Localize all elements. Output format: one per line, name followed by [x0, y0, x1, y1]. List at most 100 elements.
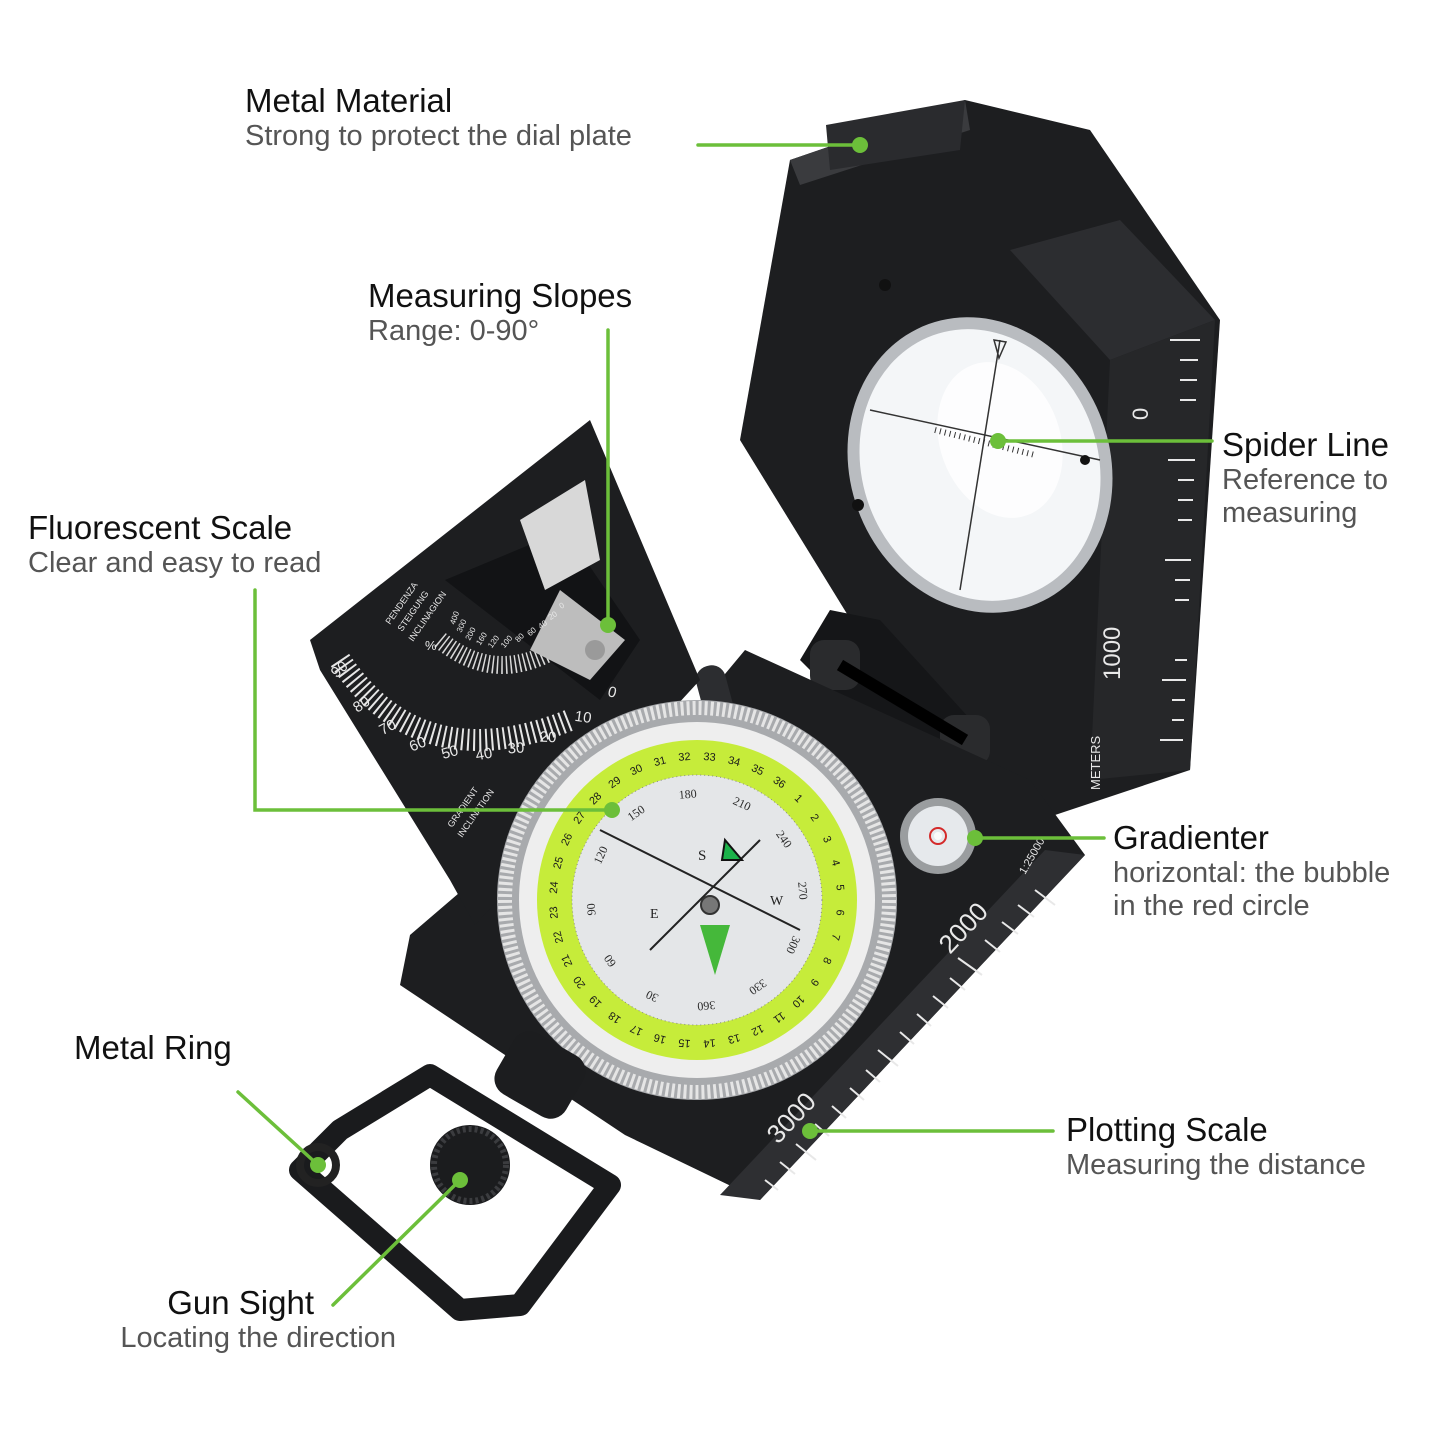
lid-scale-zero: 0: [1128, 408, 1153, 420]
callout-title: Plotting Scale: [1066, 1111, 1268, 1148]
lid-scale-unit: METERS: [1088, 736, 1103, 791]
dial-cardinal-east: E: [650, 907, 659, 922]
dial-outer-number: 35: [749, 762, 765, 778]
dial-outer-number: 23: [548, 906, 561, 919]
bearing-arrow: [720, 837, 745, 861]
clinometer-degree-label: 20: [539, 729, 556, 747]
callout-title: Gun Sight: [167, 1284, 314, 1321]
clinometer-degree-label: 50: [439, 742, 460, 763]
dial-face-number: 30: [644, 987, 661, 1005]
leader-metal-ring: [236, 1090, 320, 1167]
callout-title: Measuring Slopes: [368, 277, 633, 314]
clinometer-degree-label: 40: [474, 745, 493, 765]
north-arrow: [700, 925, 730, 975]
dial-outer-number: 30: [628, 762, 644, 778]
spider-line-crosshair: [869, 339, 1101, 591]
gun-sight-knob: [430, 1125, 510, 1205]
dial-face-number: 180: [678, 786, 697, 802]
callout-description: Locating the direction: [120, 1321, 396, 1354]
dial-outer-number: 9: [808, 976, 821, 988]
clinometer-degree-label: 80: [350, 693, 373, 716]
dial-outer-number: 29: [606, 774, 623, 791]
lid-measuring-ticks: [1160, 339, 1200, 741]
dial-outer-number: 31: [653, 754, 668, 769]
callout-description: Strong to protect the dial plate: [245, 119, 632, 152]
callout-metal-material: Metal Material Strong to protect the dia…: [245, 82, 632, 153]
callout-title: Metal Material: [245, 82, 453, 119]
callout-leaders: [236, 137, 1214, 1307]
dial-face-number: 360: [697, 998, 716, 1014]
callout-title: Gradienter: [1113, 819, 1269, 856]
plotting-scale-ticks: [764, 889, 1056, 1191]
callout-gun-sight: Gun Sight Locating the direction: [40, 1284, 396, 1355]
callout-description: Reference to measuring: [1222, 463, 1389, 530]
dial-outer-number: 2: [808, 812, 821, 824]
clinometer-percent-label: 400: [448, 610, 461, 626]
dial-outer-number: 27: [571, 809, 588, 826]
lid-scale-1000: 1000: [1099, 627, 1126, 680]
dial-outer-number: 20: [571, 974, 588, 991]
dial-outer-number: 13: [727, 1031, 742, 1046]
dial-outer-number: 4: [829, 858, 842, 867]
clinometer-degree-label: 0: [606, 683, 618, 702]
dial-outer-number: 8: [820, 955, 833, 966]
dial-outer-number: 11: [771, 1009, 787, 1025]
clinometer-degree-label: 10: [574, 708, 593, 727]
metal-ring: [296, 1143, 340, 1187]
dial-cardinal-west: W: [770, 894, 784, 909]
dial-outer-number: 33: [703, 751, 716, 764]
callout-title: Fluorescent Scale: [28, 509, 293, 546]
dial-outer-number: 32: [678, 751, 691, 764]
dial-face-number: 90: [584, 903, 599, 916]
dial-outer-numbers: 1234567891011121314151617181920212223242…: [548, 751, 846, 1049]
callout-title: Metal Ring: [74, 1029, 232, 1066]
dial-outer-number: 6: [833, 909, 845, 916]
dial-face-number: 270: [795, 881, 811, 900]
callout-metal-ring: Metal Ring: [74, 1029, 232, 1067]
gradienter-bubble-level: [900, 798, 976, 874]
compass-dial: 1234567891011121314151617181920212223242…: [497, 700, 897, 1100]
dial-outer-number: 36: [771, 774, 788, 791]
leader-gun-sight: [331, 1178, 462, 1307]
dial-outer-number: 34: [727, 754, 742, 769]
dial-outer-number: 22: [551, 930, 566, 945]
clinometer-degree-label: 60: [407, 734, 429, 756]
clinometer-degree-label: 70: [376, 716, 399, 739]
clinometer-plate: PENDENZA STEIGUNG INCLINAGION GRADIENT I…: [310, 420, 700, 925]
dial-outer-number: 24: [548, 881, 561, 894]
dial-outer-number: 7: [829, 933, 842, 942]
dial-outer-number: 18: [606, 1009, 623, 1026]
sighting-mirror: [847, 317, 1113, 613]
dial-outer-number: 26: [559, 831, 575, 847]
dial-outer-number: 15: [678, 1036, 691, 1049]
dial-outer-number: 5: [833, 884, 845, 891]
dial-outer-number: 3: [820, 834, 833, 845]
callout-description: Measuring the distance: [1066, 1148, 1366, 1181]
callout-plotting-scale: Plotting Scale Measuring the distance: [1066, 1111, 1366, 1182]
dial-face-number: 210: [731, 794, 753, 814]
clinometer-percent-label: 0: [558, 600, 567, 610]
callout-measuring-slopes: Measuring Slopes Range: 0-90°: [368, 277, 632, 348]
clinometer-degree-label: 30: [507, 739, 525, 757]
gun-sight-assembly: [289, 1031, 621, 1321]
dial-outer-number: 14: [703, 1036, 716, 1049]
callout-fluorescent-scale: Fluorescent Scale Clear and easy to read: [28, 509, 321, 580]
dial-outer-number: 17: [628, 1022, 644, 1038]
dial-outer-number: 25: [551, 856, 566, 871]
callout-description: horizontal: the bubble in the red circle: [1113, 856, 1391, 923]
callout-description: Clear and easy to read: [28, 546, 322, 579]
dial-outer-number: 12: [749, 1022, 765, 1038]
leader-fluorescent-scale: [253, 588, 614, 812]
dial-cardinal-south: S: [698, 848, 706, 864]
callout-spider-line: Spider Line Reference to measuring: [1222, 426, 1389, 531]
callout-title: Spider Line: [1222, 426, 1389, 463]
dial-outer-number: 16: [653, 1031, 668, 1046]
callout-description: Range: 0-90°: [368, 314, 540, 347]
compass-lid: 0 1000 METERS: [740, 100, 1220, 820]
dial-face-number: 120: [591, 844, 611, 866]
dial-face-number: 300: [783, 934, 803, 956]
dial-outer-number: 21: [559, 952, 575, 968]
